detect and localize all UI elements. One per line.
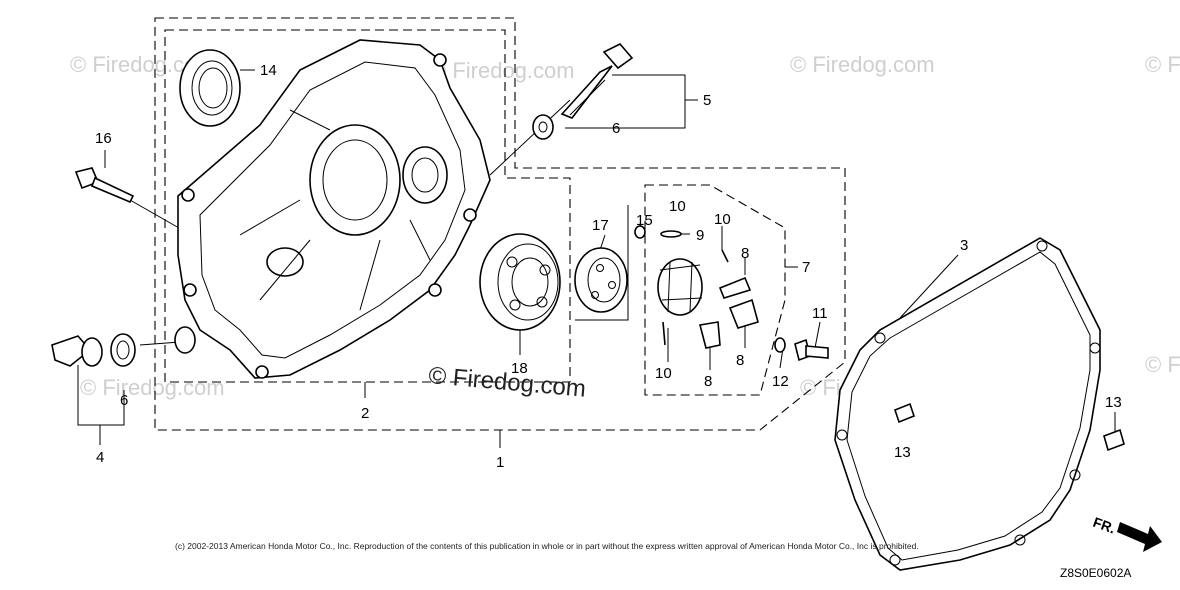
callout-9: 9 [696, 227, 704, 244]
callout-2: 2 [361, 405, 369, 422]
callout-labels: 1 2 3 4 5 6 6 7 8 8 8 9 10 10 10 11 12 1… [95, 62, 1122, 471]
watermark-top-right: © Firedog.com [790, 52, 935, 77]
diagram-code: Z8S0E0602A [1060, 566, 1131, 580]
callout-5: 5 [703, 92, 711, 109]
callout-8-lower: 8 [704, 373, 712, 390]
dowel-pin-part-13-b [1103, 428, 1125, 452]
callout-10-bottom: 10 [655, 365, 672, 382]
crankcase-cover [177, 39, 491, 379]
callout-12: 12 [772, 373, 789, 390]
callout-10-top: 10 [669, 198, 686, 215]
direction-label: FR. [1091, 514, 1118, 537]
washer-part-6 [532, 114, 554, 140]
assembly-7-boundary [644, 184, 786, 396]
thrust-washer-part-15 [634, 225, 646, 239]
callout-11: 11 [812, 305, 828, 322]
callout-1: 1 [496, 454, 504, 471]
callout-10-mid: 10 [714, 211, 731, 228]
oil-filler-cap-part-4 [51, 326, 196, 367]
callout-8-right: 8 [736, 352, 744, 369]
watermark-bottom-edge: © F [1145, 352, 1180, 377]
callout-3: 3 [960, 237, 968, 254]
callout-4: 4 [96, 449, 104, 466]
callout-13-left: 13 [894, 444, 911, 461]
callout-17: 17 [592, 217, 609, 234]
copyright-notice: (c) 2002-2013 American Honda Motor Co., … [175, 541, 919, 551]
assembly-2-boundary [164, 29, 571, 383]
drain-plug-part-5 [560, 43, 634, 119]
callout-16: 16 [95, 130, 112, 147]
watermark-top-mid: © Firedog.com [430, 58, 575, 83]
governor-assembly-part-7 [657, 230, 759, 349]
assembly-boundaries [154, 17, 846, 431]
front-direction-arrow: FR. [1091, 514, 1162, 552]
callout-13-right: 13 [1105, 394, 1122, 411]
radial-bearing-part-18 [479, 233, 561, 331]
flange-bolt-part-16 [74, 167, 135, 204]
bolt-part-11 [794, 338, 829, 362]
assembly-1-boundary [154, 17, 846, 431]
gasket-part-3 [834, 237, 1101, 571]
callout-14: 14 [260, 62, 277, 79]
firedog-watermark: © Firedog.com [427, 362, 586, 403]
callout-8-upper: 8 [741, 245, 749, 262]
callout-6-upper: 6 [612, 120, 620, 137]
radial-bearing-part-17 [574, 205, 629, 321]
watermark-top-edge: © F [1145, 52, 1180, 77]
callout-15: 15 [636, 212, 653, 229]
dowel-pin-part-13-a [894, 402, 915, 424]
oil-seal-part-14 [179, 49, 241, 127]
callout-6-lower: 6 [120, 392, 128, 409]
callout-7: 7 [802, 259, 810, 276]
watermark-bottom-left: © Firedog.com [80, 375, 225, 400]
clip-part-12 [774, 337, 786, 353]
callout-18: 18 [511, 360, 528, 377]
